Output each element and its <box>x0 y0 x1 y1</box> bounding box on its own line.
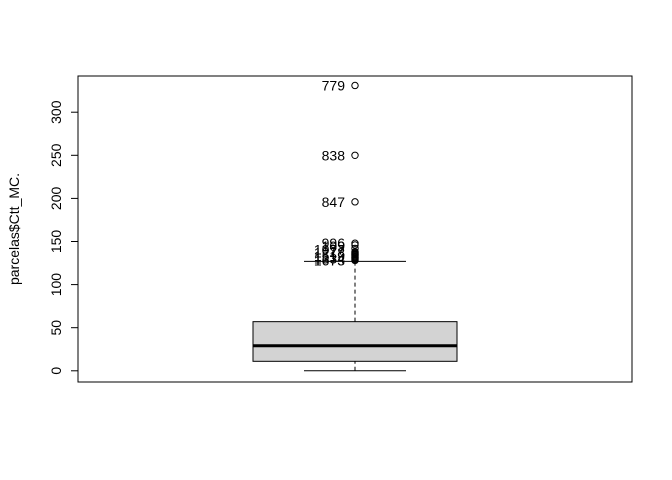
y-tick-label: 300 <box>48 100 64 124</box>
y-tick-label: 50 <box>48 320 64 336</box>
outlier-label: 996 <box>322 235 346 251</box>
outlier-label: 1278 <box>314 245 345 261</box>
outlier-label: 847 <box>322 194 346 210</box>
outlier-label: 838 <box>322 147 346 163</box>
outlier-label: 1519 <box>314 248 345 264</box>
y-tick-label: 150 <box>48 230 64 254</box>
outlier-point <box>351 81 359 90</box>
y-tick-label: 250 <box>48 143 64 167</box>
y-axis-title: parcelas$Ctt_MC. <box>6 173 22 285</box>
outlier-label: 1673 <box>314 252 345 268</box>
outlier-label: 1334 <box>314 251 345 267</box>
box-plot <box>252 260 458 372</box>
outlier-point <box>351 151 359 160</box>
outlier-point <box>351 239 359 247</box>
outlier-point <box>351 198 359 206</box>
y-tick-label: 0 <box>48 367 64 375</box>
y-tick-label: 100 <box>48 273 64 297</box>
outlier-label: 1077 <box>314 241 345 257</box>
outlier-points <box>351 81 359 265</box>
outlier-label: 779 <box>322 77 346 93</box>
outlier-label: 109 <box>322 238 346 254</box>
outlier-point <box>351 244 359 253</box>
iqr-box <box>252 321 458 362</box>
y-tick-label: 200 <box>48 187 64 211</box>
y-axis: 0 50 100 150 200 250 300 <box>48 100 79 375</box>
